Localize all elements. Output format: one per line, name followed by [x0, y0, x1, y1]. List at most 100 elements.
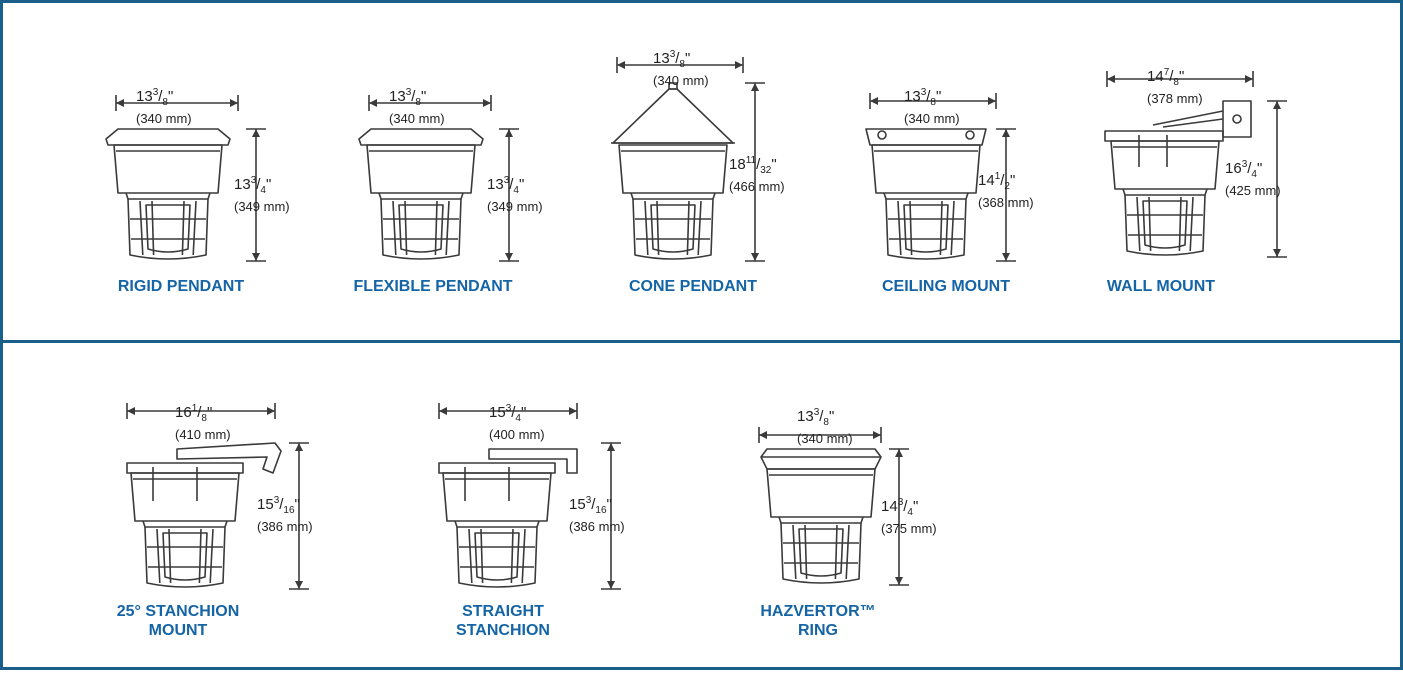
mounting-hole: [877, 130, 887, 140]
arrowhead: [735, 61, 743, 69]
housing: [871, 144, 981, 194]
stanchion-arm: [176, 442, 282, 474]
fixture-label: WALL MOUNT: [1106, 278, 1216, 295]
arrowhead: [1107, 75, 1115, 83]
guard-outline: [632, 198, 714, 260]
arrowhead: [607, 443, 615, 451]
fixture-label: RIGID PENDANT: [117, 278, 245, 295]
hook: [668, 82, 678, 90]
neck: [883, 192, 969, 200]
stanchion-25-drawing: [126, 403, 309, 590]
guard-outline: [127, 198, 209, 260]
arrowhead: [483, 99, 491, 107]
housing: [766, 468, 876, 518]
arrowhead: [439, 407, 447, 415]
guard-bar: [521, 528, 526, 584]
height-dimension: 1811/32" (466 mm): [729, 155, 785, 194]
height-dimension: 141/2" (368 mm): [978, 171, 1034, 210]
cone-pendant-drawing: [611, 57, 765, 262]
top-cover: [1104, 130, 1224, 142]
fixture-ceiling-mount: 133/8" (340 mm) 141/2" (368 mm) CEILING …: [856, 81, 1076, 371]
fixture-label: FLEXIBLE PENDANT: [353, 278, 513, 295]
width-dimension: 133/8" (340 mm): [904, 87, 960, 126]
guard-outline: [144, 526, 226, 588]
guard-bar: [792, 524, 797, 580]
guard-bar: [156, 528, 161, 584]
guard-bar: [181, 200, 185, 256]
housing: [442, 472, 552, 522]
guard-bar: [139, 200, 144, 256]
guard-outline: [885, 198, 967, 260]
arrowhead: [870, 97, 878, 105]
wall-box: [1222, 100, 1252, 138]
guard-bar: [468, 528, 473, 584]
width-dimension: 147/8" (378 mm): [1147, 67, 1203, 106]
arm: [1162, 118, 1224, 128]
arrowhead: [607, 581, 615, 589]
neck: [454, 520, 540, 528]
arrowhead: [895, 577, 903, 585]
guard-bar: [950, 200, 955, 256]
globe: [398, 204, 444, 253]
arrowhead: [617, 61, 625, 69]
top-panel: 133/8" (340 mm) 133/4" (349 mm) RIGID PE…: [0, 0, 1403, 343]
globe: [162, 532, 208, 581]
arrowhead: [116, 99, 124, 107]
guard-bar: [897, 200, 902, 256]
guard-bar: [480, 528, 484, 584]
height-dimension: 143/4" (375 mm): [881, 497, 937, 536]
fixture-label: CEILING MOUNT: [882, 278, 1010, 295]
arrowhead: [230, 99, 238, 107]
arrowhead: [252, 129, 260, 137]
guard-bar: [151, 200, 155, 256]
hazvertor-ring: [760, 448, 882, 470]
width-dimension: 133/8" (340 mm): [797, 407, 853, 446]
housing: [1110, 140, 1220, 190]
arrowhead: [895, 449, 903, 457]
ceiling-plate: [865, 128, 987, 146]
arrowhead: [252, 253, 260, 261]
arm: [1152, 110, 1224, 126]
globe: [474, 532, 520, 581]
globe: [1142, 200, 1188, 249]
guard-bar: [445, 200, 450, 256]
globe: [145, 204, 191, 253]
arrowhead: [295, 443, 303, 451]
guard-outline: [456, 526, 538, 588]
guard-bar: [644, 200, 649, 256]
neck: [630, 192, 716, 200]
mounting-hole: [965, 130, 975, 140]
neck: [1122, 188, 1208, 196]
guard-bar: [392, 200, 397, 256]
neck: [142, 520, 228, 528]
arrowhead: [295, 581, 303, 589]
cone-top: [612, 88, 734, 144]
top-cover: [358, 128, 484, 146]
flexible-pendant-drawing: [358, 95, 519, 262]
straight-stanchion-drawing: [438, 403, 621, 590]
arrowhead: [1273, 101, 1281, 109]
hazvertor-ring-drawing: [758, 427, 909, 586]
guard-bar: [804, 524, 808, 580]
guard-bar: [656, 200, 660, 256]
width-dimension: 133/8" (340 mm): [389, 87, 445, 126]
neck: [778, 516, 864, 524]
width-dimension: 161/8" (410 mm): [175, 403, 231, 442]
guard-bar: [834, 524, 838, 580]
guard-bar: [198, 528, 202, 584]
height-dimension: 133/4" (349 mm): [487, 175, 543, 214]
fixture-flexible-pendant: 133/8" (340 mm) 133/4" (349 mm) FLEXIBLE…: [351, 81, 571, 371]
height-dimension: 153/16" (386 mm): [257, 495, 313, 534]
arrowhead: [1245, 75, 1253, 83]
width-dimension: 133/8" (340 mm): [653, 49, 709, 88]
wall-box-hole: [1232, 114, 1242, 124]
ceiling-mount-drawing: [865, 93, 1016, 262]
guard-bar: [1178, 196, 1182, 252]
height-dimension: 153/16" (386 mm): [569, 495, 625, 534]
guard-bar: [192, 200, 197, 256]
width-dimension: 153/4" (400 mm): [489, 403, 545, 442]
guard-bar: [209, 528, 214, 584]
guard-bar: [686, 200, 690, 256]
